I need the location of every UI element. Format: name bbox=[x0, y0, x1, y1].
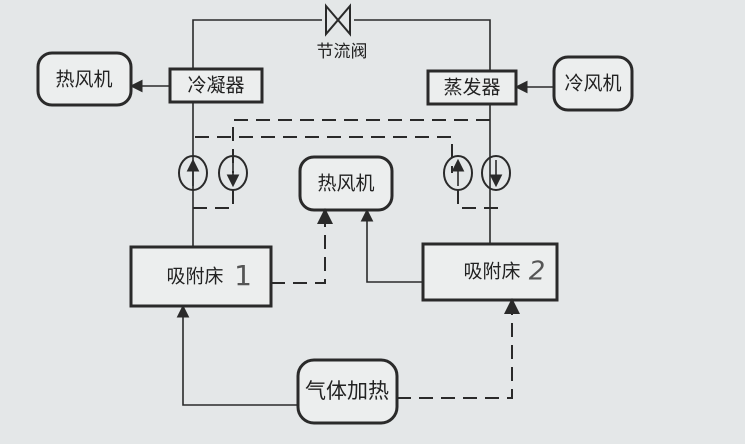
adsorption-bed-1-mark: 1 bbox=[234, 259, 252, 292]
check-valve-icon bbox=[443, 155, 473, 191]
cold-fan-box bbox=[552, 55, 634, 112]
check-valve-icon bbox=[481, 155, 511, 191]
adsorption-bed-2-label: 吸附床 bbox=[463, 261, 520, 283]
condenser-box bbox=[168, 67, 264, 104]
condenser-label: 冷凝器 bbox=[187, 75, 244, 97]
evaporator-label: 蒸发器 bbox=[443, 77, 500, 99]
adsorption-bed-1-label: 吸附床 bbox=[166, 266, 223, 288]
bed2-to-hot-fan-line bbox=[360, 208, 423, 283]
gas-heater-label: 气体加热 bbox=[305, 379, 389, 403]
cold-fan-label: 冷风机 bbox=[564, 73, 621, 95]
dashed-line-right-bottom bbox=[457, 190, 498, 209]
heater-to-bed2-dashed bbox=[397, 298, 520, 399]
hot-fan-left-box bbox=[36, 51, 133, 107]
adsorption-bed-1-box bbox=[129, 245, 273, 308]
check-valve-icon bbox=[178, 155, 208, 191]
hot-fan-center-box bbox=[298, 155, 394, 212]
hot-fan-left-label: 热风机 bbox=[55, 69, 112, 91]
throttle-valve-label: 节流阀 bbox=[317, 42, 368, 62]
adsorption-bed-2-mark: 2 bbox=[529, 257, 546, 287]
adsorption-bed-2-box bbox=[421, 242, 559, 302]
hot-fan-center-label: 热风机 bbox=[317, 173, 374, 195]
check-valve-icon bbox=[218, 155, 248, 191]
dashed-line-left-bottom bbox=[193, 190, 234, 209]
throttle-valve-icon bbox=[325, 3, 351, 37]
gas-heater-box bbox=[296, 358, 399, 425]
bed1-to-hot-fan-dashed bbox=[271, 208, 333, 284]
heater-to-bed1-line bbox=[176, 304, 298, 406]
